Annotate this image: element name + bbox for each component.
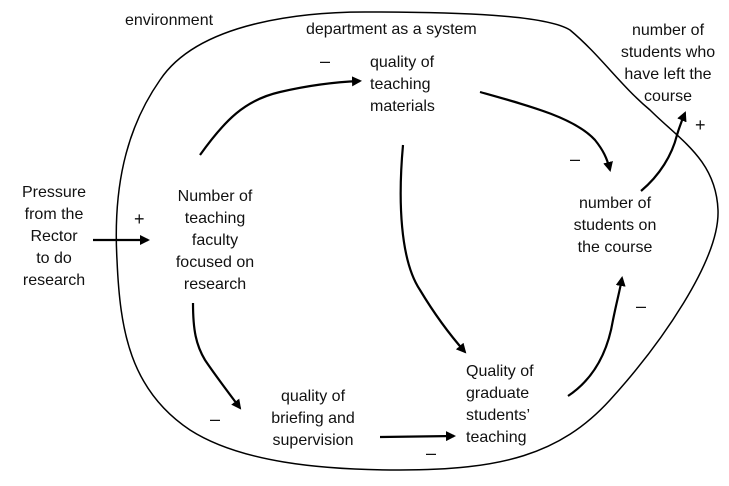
sign-materials-students: – <box>570 149 581 169</box>
arrow-graduate-to-students <box>567 276 626 397</box>
node-students-left: number of students who have left the cou… <box>620 22 716 105</box>
sign-pressure-faculty: + <box>134 209 145 229</box>
sign-briefing-graduate: – <box>426 443 437 463</box>
arrow-materials-to-students <box>479 90 613 172</box>
arrow-briefing-to-graduate <box>379 431 456 442</box>
arrow-faculty-to-materials <box>199 76 362 156</box>
node-graduate-teaching: Quality of graduate students’ teaching <box>466 363 534 446</box>
sign-faculty-briefing: – <box>210 409 221 429</box>
system-boundary <box>115 11 719 471</box>
arrow-materials-to-graduate <box>399 144 467 354</box>
arrow-students-to-left <box>640 111 687 192</box>
node-briefing-supervision: quality of briefing and supervision <box>271 388 355 449</box>
environment-label: environment <box>125 12 214 29</box>
node-teaching-faculty: Number of teaching faculty focused on re… <box>175 188 255 293</box>
node-teaching-materials: quality of teaching materials <box>370 54 435 115</box>
sign-students-left: + <box>695 115 706 135</box>
node-students-on-course: number of students on the course <box>573 195 657 256</box>
node-pressure: Pressure from the Rector to do research <box>21 184 87 289</box>
system-label: department as a system <box>306 21 477 38</box>
sign-graduate-students: – <box>636 296 647 316</box>
arrow-faculty-to-briefing <box>191 302 242 410</box>
sign-faculty-materials: – <box>320 51 331 71</box>
